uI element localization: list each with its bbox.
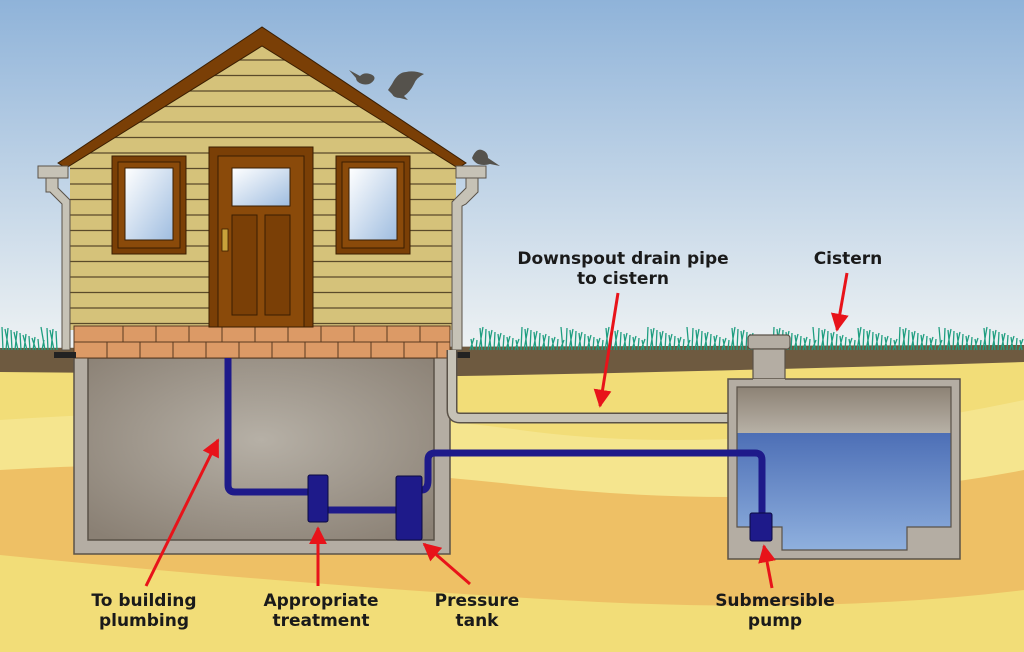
house <box>37 26 487 359</box>
label-pump-line2: pump <box>748 611 802 631</box>
pressure-tank <box>395 475 423 541</box>
water-supply-pipe <box>224 358 766 515</box>
cistern-water <box>737 433 951 550</box>
basement <box>73 355 451 555</box>
callout-labels: Downspout drain pipe to cistern Cistern … <box>91 249 882 631</box>
arrow-building-plumbing <box>144 438 220 587</box>
arrow-downspout <box>593 292 620 408</box>
front-door <box>208 146 314 328</box>
label-cistern: Cistern <box>814 249 883 269</box>
label-downspout-line1: Downspout drain pipe <box>517 249 728 269</box>
label-treatment-line2: treatment <box>272 611 369 631</box>
bird-icon <box>388 71 424 100</box>
downspout-left <box>37 165 71 351</box>
label-building-line1: To building <box>91 591 196 611</box>
treatment-unit <box>307 474 329 523</box>
door-handle <box>221 228 229 252</box>
bird-icon <box>349 70 375 85</box>
callout-arrows <box>144 272 849 589</box>
downspout-right <box>451 165 487 351</box>
label-pressure-line2: tank <box>455 611 499 631</box>
arrow-pressure-tank <box>422 542 471 586</box>
window-left <box>111 155 187 255</box>
label-treatment-line1: Appropriate <box>263 591 378 611</box>
label-pump-line1: Submersible <box>715 591 835 611</box>
label-pressure-line1: Pressure <box>435 591 520 611</box>
birds <box>349 70 500 166</box>
submersible-pump <box>749 512 773 542</box>
arrow-pump <box>758 544 776 589</box>
window-right <box>335 155 411 255</box>
label-downspout-line2: to cistern <box>577 269 669 289</box>
bird-icon <box>472 149 500 166</box>
arrow-cistern <box>830 272 849 332</box>
label-building-line2: plumbing <box>99 611 189 631</box>
